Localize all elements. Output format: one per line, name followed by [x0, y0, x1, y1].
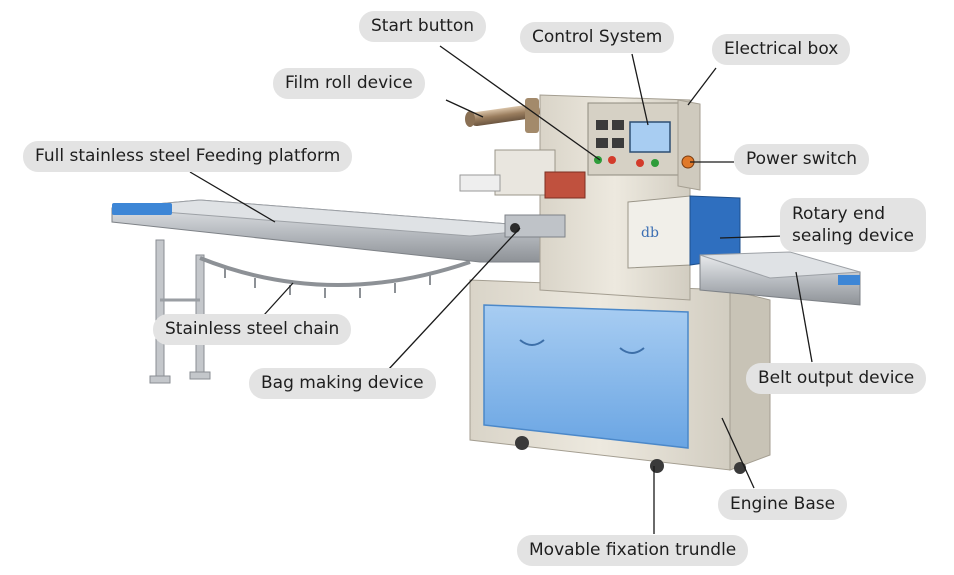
label-film-roll-device: Film roll device [273, 68, 425, 99]
label-start-button: Start button [359, 11, 487, 42]
label-engine-base: Engine Base [718, 489, 848, 520]
touch-screen [629, 121, 671, 153]
label-control-system: Control System [520, 22, 675, 53]
svg-text:db: db [641, 225, 659, 241]
label-electrical-box: Electrical box [712, 34, 851, 65]
stainless-steel-chain [199, 256, 471, 288]
label-belt-output-device: Belt output device [746, 363, 927, 394]
rotary-end-line-1: Rotary end [792, 204, 886, 224]
label-power-switch: Power switch [734, 144, 870, 175]
film-roll [465, 98, 540, 133]
leader-lines [189, 45, 813, 534]
label-rotary-end-sealing-device: Rotary end sealing device [780, 198, 926, 252]
blue-door-panel [483, 304, 689, 449]
label-bag-making-device: Bag making device [249, 368, 436, 399]
trundle-wheels [515, 436, 746, 474]
label-movable-fixation-trundle: Movable fixation trundle [517, 535, 749, 566]
label-feeding-platform: Full stainless steel Feeding platform [23, 141, 353, 172]
engine-base [469, 279, 771, 471]
label-stainless-steel-chain: Stainless steel chain [153, 314, 352, 345]
chain-pushers [224, 268, 431, 298]
sealing-cover: db [627, 195, 741, 269]
rotary-end-line-2: sealing device [792, 226, 914, 246]
belt-output-conveyor [699, 251, 861, 306]
platform-legs [149, 239, 211, 384]
bag-former [459, 149, 586, 238]
electrical-box [677, 99, 701, 191]
platform-end-cap [112, 203, 172, 215]
